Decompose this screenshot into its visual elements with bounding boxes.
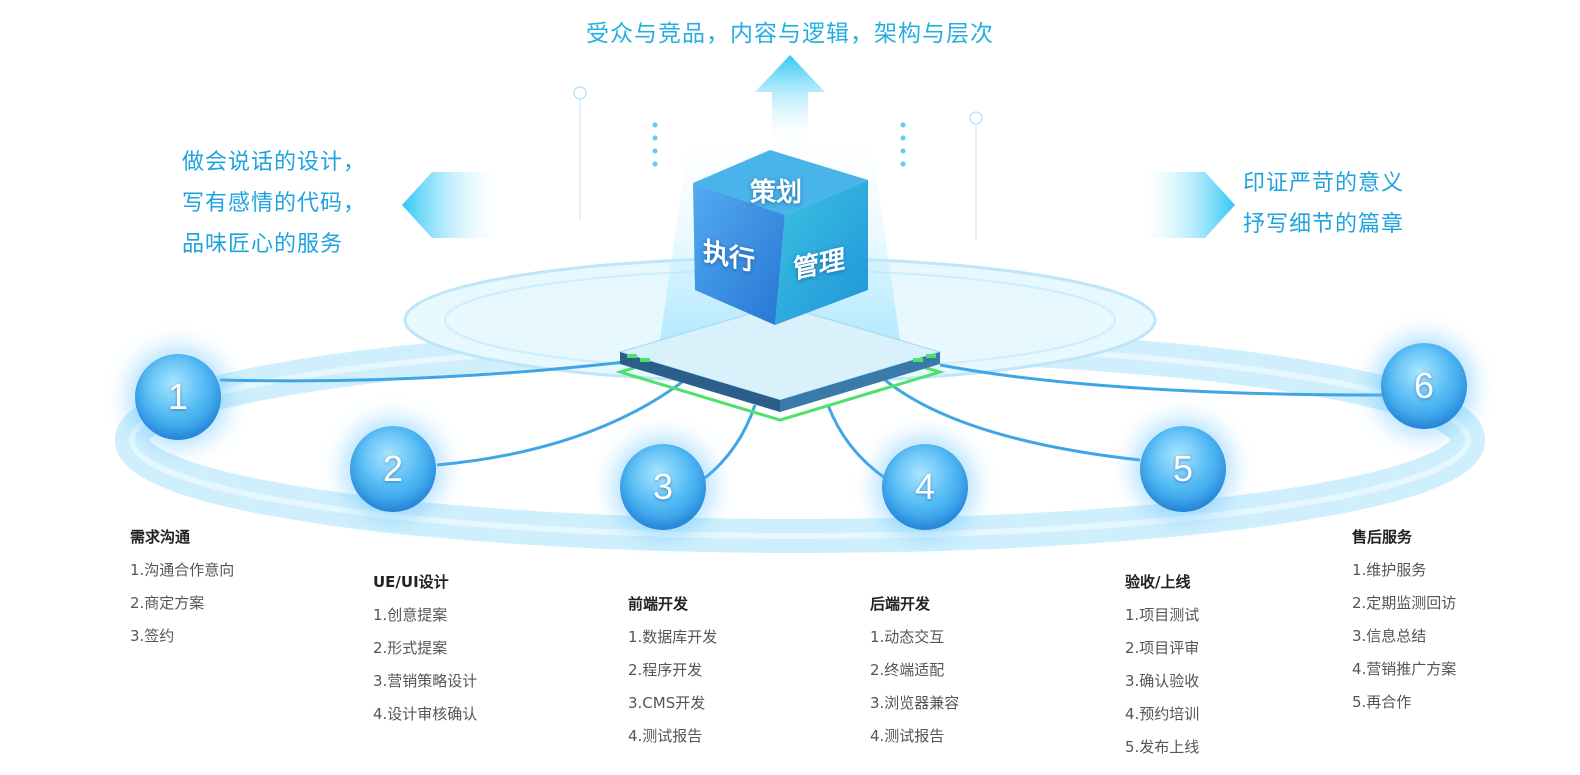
step-item: 3.CMS开发 [628, 694, 706, 712]
step-item: 1.数据库开发 [628, 628, 718, 646]
step-item: 4.测试报告 [628, 727, 703, 745]
step-item: 4.设计审核确认 [373, 705, 478, 723]
step-4-details: 后端开发 1.动态交互 2.终端适配 3.浏览器兼容 4.测试报告 [870, 593, 959, 758]
step-item: 5.再合作 [1352, 693, 1412, 711]
step-item: 1.创意提案 [373, 606, 448, 624]
step-item: 2.形式提案 [373, 639, 448, 657]
top-tagline: 受众与竞品，内容与逻辑，架构与层次 [586, 21, 994, 47]
step-node-1[interactable]: 1 [135, 354, 221, 440]
arrow-left-icon [402, 172, 500, 238]
step-item: 3.签约 [130, 627, 175, 645]
step-title: UE/UI设计 [373, 573, 449, 591]
step-item: 1.沟通合作意向 [130, 561, 235, 579]
step-title: 后端开发 [870, 595, 931, 613]
step-title: 需求沟通 [130, 528, 191, 546]
step-title: 验收/上线 [1125, 573, 1191, 591]
slogan-line: 印证严苛的意义 [1243, 171, 1405, 196]
cube-label-plan: 策划 [750, 178, 803, 208]
step-node-2[interactable]: 2 [350, 426, 436, 512]
step-node-4[interactable]: 4 [882, 444, 968, 530]
step-item: 1.动态交互 [870, 628, 945, 646]
step-3-details: 前端开发 1.数据库开发 2.程序开发 3.CMS开发 4.测试报告 [628, 593, 717, 758]
right-slogan: 印证严苛的意义 抒写细节的篇章 [1243, 163, 1404, 245]
step-item: 3.确认验收 [1125, 672, 1200, 690]
slogan-line: 抒写细节的篇章 [1243, 212, 1405, 237]
step-item: 4.营销推广方案 [1352, 660, 1457, 678]
step-item: 3.营销策略设计 [373, 672, 478, 690]
step-2-details: UE/UI设计 1.创意提案 2.形式提案 3.营销策略设计 4.设计审核确认 [373, 571, 477, 736]
step-item: 3.浏览器兼容 [870, 694, 960, 712]
step-item: 4.预约培训 [1125, 705, 1200, 723]
left-slogan: 做会说话的设计， 写有感情的代码， 品味匠心的服务 [182, 142, 366, 265]
arrow-up-icon [755, 55, 825, 140]
step-5-details: 验收/上线 1.项目测试 2.项目评审 3.确认验收 4.预约培训 5.发布上线 [1125, 571, 1199, 769]
step-node-6[interactable]: 6 [1381, 343, 1467, 429]
step-item: 2.项目评审 [1125, 639, 1200, 657]
step-item: 2.商定方案 [130, 594, 205, 612]
cube-left [693, 183, 785, 325]
step-item: 4.测试报告 [870, 727, 945, 745]
slogan-line: 做会说话的设计， [182, 150, 367, 175]
step-1-details: 需求沟通 1.沟通合作意向 2.商定方案 3.签约 [130, 526, 234, 658]
step-node-5[interactable]: 5 [1140, 426, 1226, 512]
step-item: 1.项目测试 [1125, 606, 1200, 624]
step-node-3[interactable]: 3 [620, 444, 706, 530]
step-title: 售后服务 [1352, 528, 1413, 546]
step-title: 前端开发 [628, 595, 689, 613]
step-item: 1.维护服务 [1352, 561, 1427, 579]
cube-right [775, 180, 868, 325]
step-item: 5.发布上线 [1125, 738, 1200, 756]
step-item: 3.信息总结 [1352, 627, 1427, 645]
slogan-line: 写有感情的代码， [182, 191, 367, 216]
step-6-details: 售后服务 1.维护服务 2.定期监测回访 3.信息总结 4.营销推广方案 5.再… [1352, 526, 1456, 724]
slogan-line: 品味匠心的服务 [182, 232, 344, 257]
step-item: 2.程序开发 [628, 661, 703, 679]
step-item: 2.终端适配 [870, 661, 945, 679]
step-item: 2.定期监测回访 [1352, 594, 1457, 612]
cube-top [693, 150, 868, 215]
arrow-right-icon [1140, 172, 1235, 238]
